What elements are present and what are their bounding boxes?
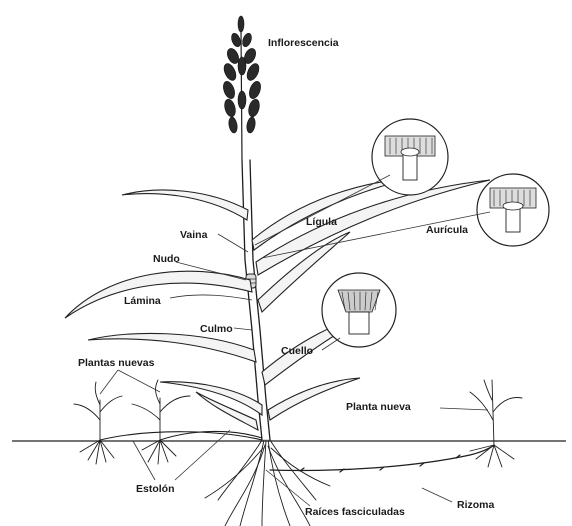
- label-vaina: Vaina: [180, 229, 208, 241]
- inflorescence-illustration: [221, 16, 263, 160]
- label-nudo: Nudo: [153, 253, 180, 265]
- label-cuello: Cuello: [281, 345, 313, 357]
- rhizome: [270, 445, 494, 472]
- label-plantas-nuevas: Plantas nuevas: [78, 357, 155, 369]
- label-raices-fasciculadas: Raíces fasciculadas: [305, 506, 405, 518]
- label-rizoma: Rizoma: [457, 499, 495, 511]
- auricula-detail: [477, 174, 549, 246]
- label-planta-nueva: Planta nueva: [346, 401, 411, 413]
- label-auricula: Aurícula: [426, 224, 468, 236]
- label-inflorescencia: Inflorescencia: [268, 37, 339, 49]
- new-plant-left: [74, 382, 122, 464]
- label-lamina: Lámina: [124, 295, 161, 307]
- stolon: [100, 431, 262, 440]
- cuello-detail: [322, 273, 396, 347]
- new-plant-middle: [132, 380, 190, 464]
- new-plant-right: [470, 380, 522, 467]
- label-ligula: Lígula: [306, 216, 337, 228]
- ligula-detail: [372, 119, 448, 195]
- label-estolon: Estolón: [136, 483, 175, 495]
- label-culmo: Culmo: [200, 323, 233, 335]
